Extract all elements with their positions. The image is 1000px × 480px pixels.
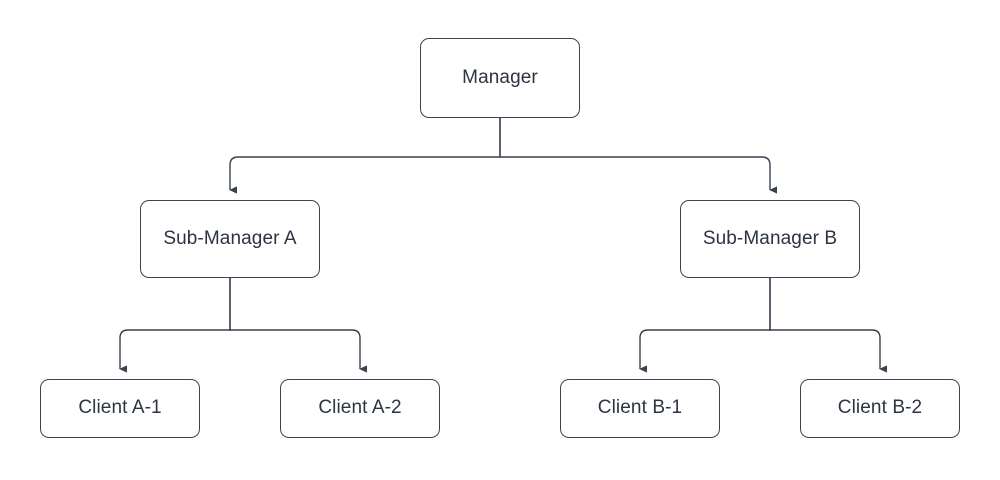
node-client-a-1[interactable]: Client A-1 — [40, 379, 200, 438]
node-client-a-1-label: Client A-1 — [78, 397, 162, 419]
node-sub-manager-a[interactable]: Sub-Manager A — [140, 200, 320, 278]
node-client-a-2-label: Client A-2 — [318, 397, 402, 419]
node-client-b-2-label: Client B-2 — [837, 397, 923, 419]
edge-manager-sub-manager-b — [499, 118, 778, 194]
node-client-b-2[interactable]: Client B-2 — [800, 379, 960, 438]
node-sub-manager-a-label: Sub-Manager A — [163, 227, 297, 249]
node-sub-manager-b[interactable]: Sub-Manager B — [680, 200, 860, 278]
edge-manager-sub-manager-a — [229, 118, 501, 194]
edge-sub-manager-b-client-b-2 — [769, 278, 888, 373]
node-client-b-1[interactable]: Client B-1 — [560, 379, 720, 438]
edge-sub-manager-a-client-a-1 — [119, 278, 231, 373]
node-manager-label: Manager — [462, 66, 538, 88]
edge-sub-manager-a-client-a-2 — [229, 278, 368, 373]
node-manager[interactable]: Manager — [420, 38, 580, 118]
node-client-b-1-label: Client B-1 — [597, 397, 683, 419]
node-client-a-2[interactable]: Client A-2 — [280, 379, 440, 438]
edge-sub-manager-b-client-b-1 — [639, 278, 771, 373]
node-sub-manager-b-label: Sub-Manager B — [702, 227, 838, 249]
